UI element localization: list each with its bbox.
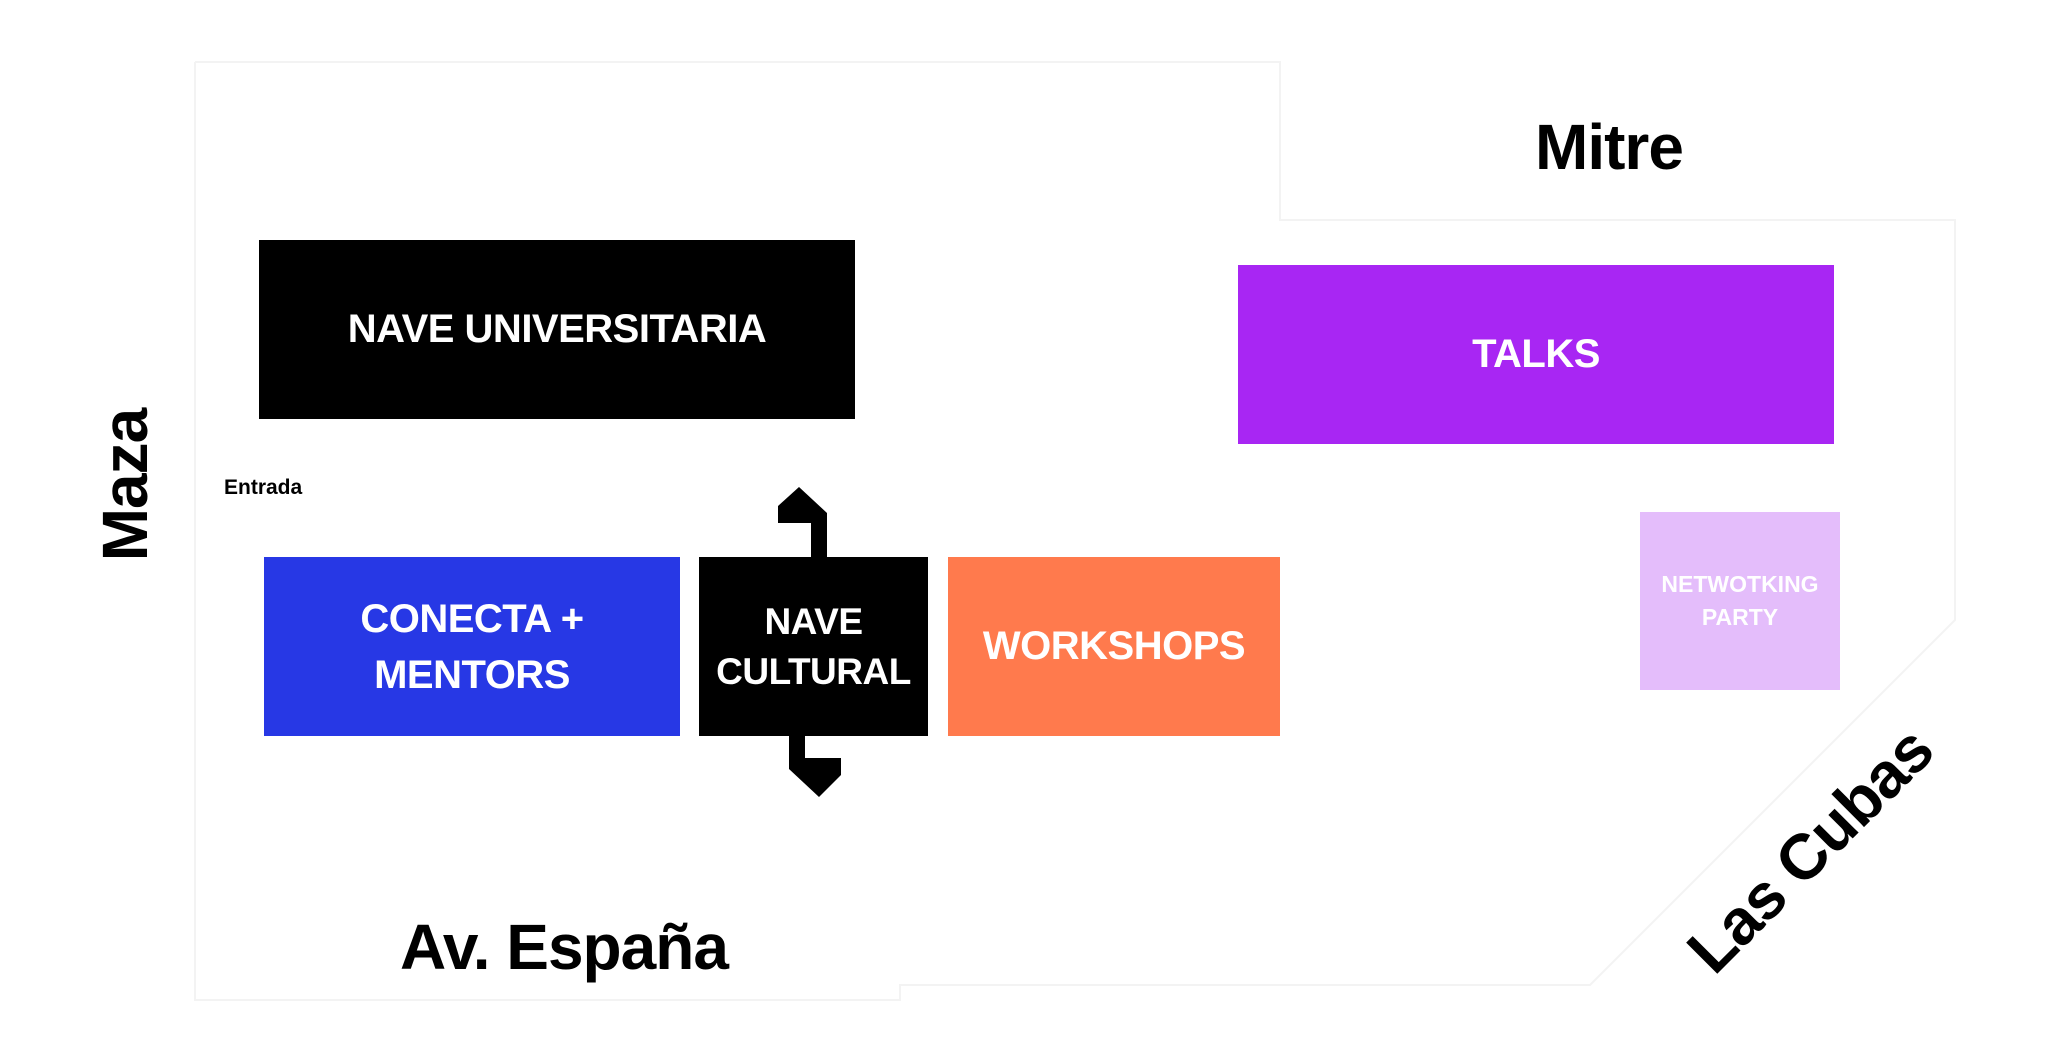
chevron-up-icon — [778, 487, 827, 559]
zone-nave-cultural[interactable]: NAVE CULTURAL — [699, 557, 928, 736]
street-label-mitre: Mitre — [1535, 111, 1684, 183]
zone-label-networking-party: NETWOTKING PARTY — [1661, 570, 1819, 630]
zone-conecta-mentors[interactable]: CONECTA + MENTORS — [264, 557, 680, 736]
zone-networking-party[interactable]: NETWOTKING PARTY — [1640, 512, 1840, 690]
entrance-label: Entrada — [224, 476, 303, 499]
zone-label-conecta-mentors: CONECTA + MENTORS — [360, 596, 584, 697]
zone-label-nave-universitaria: NAVE UNIVERSITARIA — [347, 307, 767, 351]
zone-label-workshops: WORKSHOPS — [982, 624, 1246, 668]
zone-nave-universitaria[interactable]: NAVE UNIVERSITARIA — [259, 240, 855, 419]
zone-workshops[interactable]: WORKSHOPS — [948, 557, 1280, 736]
zone-label-nave-cultural: NAVE CULTURAL — [716, 600, 911, 692]
chevron-down-icon — [789, 734, 841, 797]
zone-label-talks: TALKS — [1472, 332, 1600, 376]
street-label-maza: Maza — [89, 408, 161, 562]
street-label-av-espana: Av. España — [400, 911, 729, 983]
zone-talks[interactable]: TALKS — [1238, 265, 1834, 444]
